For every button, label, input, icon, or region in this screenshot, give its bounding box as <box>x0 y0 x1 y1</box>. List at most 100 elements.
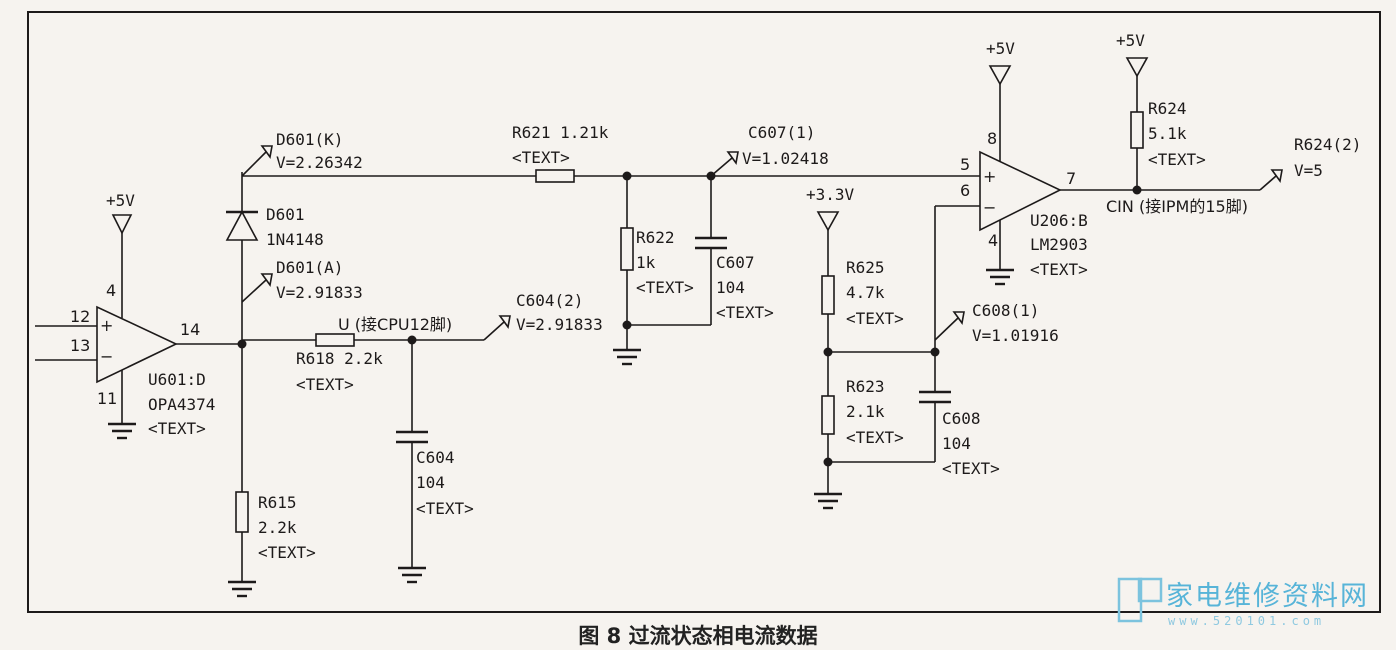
r625-value-label: 4.7k <box>846 283 885 302</box>
power-arrow-3v3 <box>816 211 840 232</box>
ground-symbol-r623 <box>814 492 842 510</box>
c604-text-label: <TEXT> <box>416 499 474 518</box>
r615-name-label: R615 <box>258 493 297 512</box>
c607-voltage-label: V=1.02418 <box>742 149 829 168</box>
u206-pin7-label: 7 <box>1066 169 1076 188</box>
r621-text-label: <TEXT> <box>512 148 570 167</box>
u206-vcc-label: +5V <box>986 39 1015 58</box>
u206-pin8-label: 8 <box>987 129 997 148</box>
c607-name-label: C607 <box>716 253 755 272</box>
power-arrow-r624 <box>1125 57 1149 78</box>
c608-text-label: <TEXT> <box>942 459 1000 478</box>
capacitor-c604 <box>396 430 428 444</box>
resistor-r623 <box>821 395 835 435</box>
r624b-voltage-label: V=5 <box>1294 161 1323 180</box>
u601-pin14-label: 14 <box>180 320 200 339</box>
d601k-voltage-label: V=2.26342 <box>276 153 363 172</box>
u601-text-label: <TEXT> <box>148 419 206 438</box>
d601a-probe-label: D601(A) <box>276 258 343 277</box>
resistor-r615 <box>235 491 249 533</box>
r622-name-label: R622 <box>636 228 675 247</box>
watermark-logo-icon <box>1117 577 1163 623</box>
ground-symbol-u601 <box>108 422 136 440</box>
r615-text-label: <TEXT> <box>258 543 316 562</box>
c607-probe-label: C607(1) <box>748 123 815 142</box>
r624-vcc-label: +5V <box>1116 31 1145 50</box>
probe-arrow-c607 <box>710 151 739 177</box>
c608-name-label: C608 <box>942 409 981 428</box>
c604-value-label: 104 <box>416 473 445 492</box>
resistor-r621 <box>535 169 575 183</box>
r623-text-label: <TEXT> <box>846 428 904 447</box>
c608-voltage-label: V=1.01916 <box>972 326 1059 345</box>
r622-value-label: 1k <box>636 253 656 272</box>
resistor-r625 <box>821 275 835 315</box>
comparator-u206 <box>979 65 1260 270</box>
r618-name-label: R618 2.2k <box>296 349 383 368</box>
v33-label: +3.3V <box>806 185 855 204</box>
resistor-r622 <box>620 227 634 271</box>
u206-plus-label: + <box>983 167 996 186</box>
r623-name-label: R623 <box>846 377 885 396</box>
u206-minus-label: − <box>983 198 996 217</box>
opamp-u601 <box>35 214 242 424</box>
watermark-title: 家电维修资料网 <box>1166 581 1369 612</box>
u206-pin6-label: 6 <box>960 181 970 200</box>
c608-probe-label: C608(1) <box>972 301 1039 320</box>
ground-symbol-r622 <box>613 348 641 366</box>
diagram-frame <box>27 11 1381 613</box>
u601-pin4-label: 4 <box>106 281 116 300</box>
u601-plus-label: + <box>100 316 113 335</box>
resistor-r624 <box>1130 111 1144 149</box>
c607-text-label: <TEXT> <box>716 303 774 322</box>
r618-text-label: <TEXT> <box>296 375 354 394</box>
capacitor-c608 <box>919 390 951 404</box>
u206-pin5-label: 5 <box>960 155 970 174</box>
c604-name-label: C604 <box>416 448 455 467</box>
r624b-probe-label: R624(2) <box>1294 135 1361 154</box>
r615-value-label: 2.2k <box>258 518 297 537</box>
ground-symbol-r615 <box>228 580 256 598</box>
u206-text-label: <TEXT> <box>1030 260 1088 279</box>
r621-name-label: R621 1.21k <box>512 123 609 142</box>
junction-dot <box>237 339 247 349</box>
probe-arrow-c608 <box>934 311 965 341</box>
ground-symbol-c604 <box>398 566 426 584</box>
probe-arrow-r624 <box>1259 169 1283 191</box>
d601k-probe-label: D601(K) <box>276 130 343 149</box>
capacitor-c607 <box>695 236 727 250</box>
diode-d601 <box>225 210 259 241</box>
d601a-voltage-label: V=2.91833 <box>276 283 363 302</box>
c607-value-label: 104 <box>716 278 745 297</box>
u601-pin12-label: 12 <box>70 307 90 326</box>
d601-name-label: D601 <box>266 205 305 224</box>
r624-text-label: <TEXT> <box>1148 150 1206 169</box>
u601-vcc-label: +5V <box>106 191 135 210</box>
probe-arrow-d601a <box>241 273 273 303</box>
watermark: 家电维修资料网 www.520101.com <box>1116 570 1392 634</box>
c608-value-label: 104 <box>942 434 971 453</box>
cin-label: CIN (接IPM的15脚) <box>1106 197 1248 216</box>
resistor-r618 <box>315 333 355 347</box>
ground-symbol-u206 <box>986 268 1014 286</box>
c604-probe-label: C604(2) <box>516 291 583 310</box>
u206-name-label: U206:B <box>1030 211 1088 230</box>
u206-part-label: LM2903 <box>1030 235 1088 254</box>
r623-value-label: 2.1k <box>846 402 885 421</box>
u601-minus-label: − <box>100 347 113 366</box>
watermark-url: www.520101.com <box>1168 614 1326 628</box>
c604-voltage-label: V=2.91833 <box>516 315 603 334</box>
u601-part-label: OPA4374 <box>148 395 215 414</box>
u206-pin4-label: 4 <box>988 231 998 250</box>
d601-part-label: 1N4148 <box>266 230 324 249</box>
probe-arrow-d601k <box>241 145 273 177</box>
u601-pin13-label: 13 <box>70 336 90 355</box>
u601-pin11-label: 11 <box>97 389 117 408</box>
r625-text-label: <TEXT> <box>846 309 904 328</box>
r624-name-label: R624 <box>1148 99 1187 118</box>
r622-text-label: <TEXT> <box>636 278 694 297</box>
r624-value-label: 5.1k <box>1148 124 1187 143</box>
figure-caption: 图 8 过流状态相电流数据 <box>578 624 818 648</box>
u-node-label: U (接CPU12脚) <box>338 315 452 334</box>
